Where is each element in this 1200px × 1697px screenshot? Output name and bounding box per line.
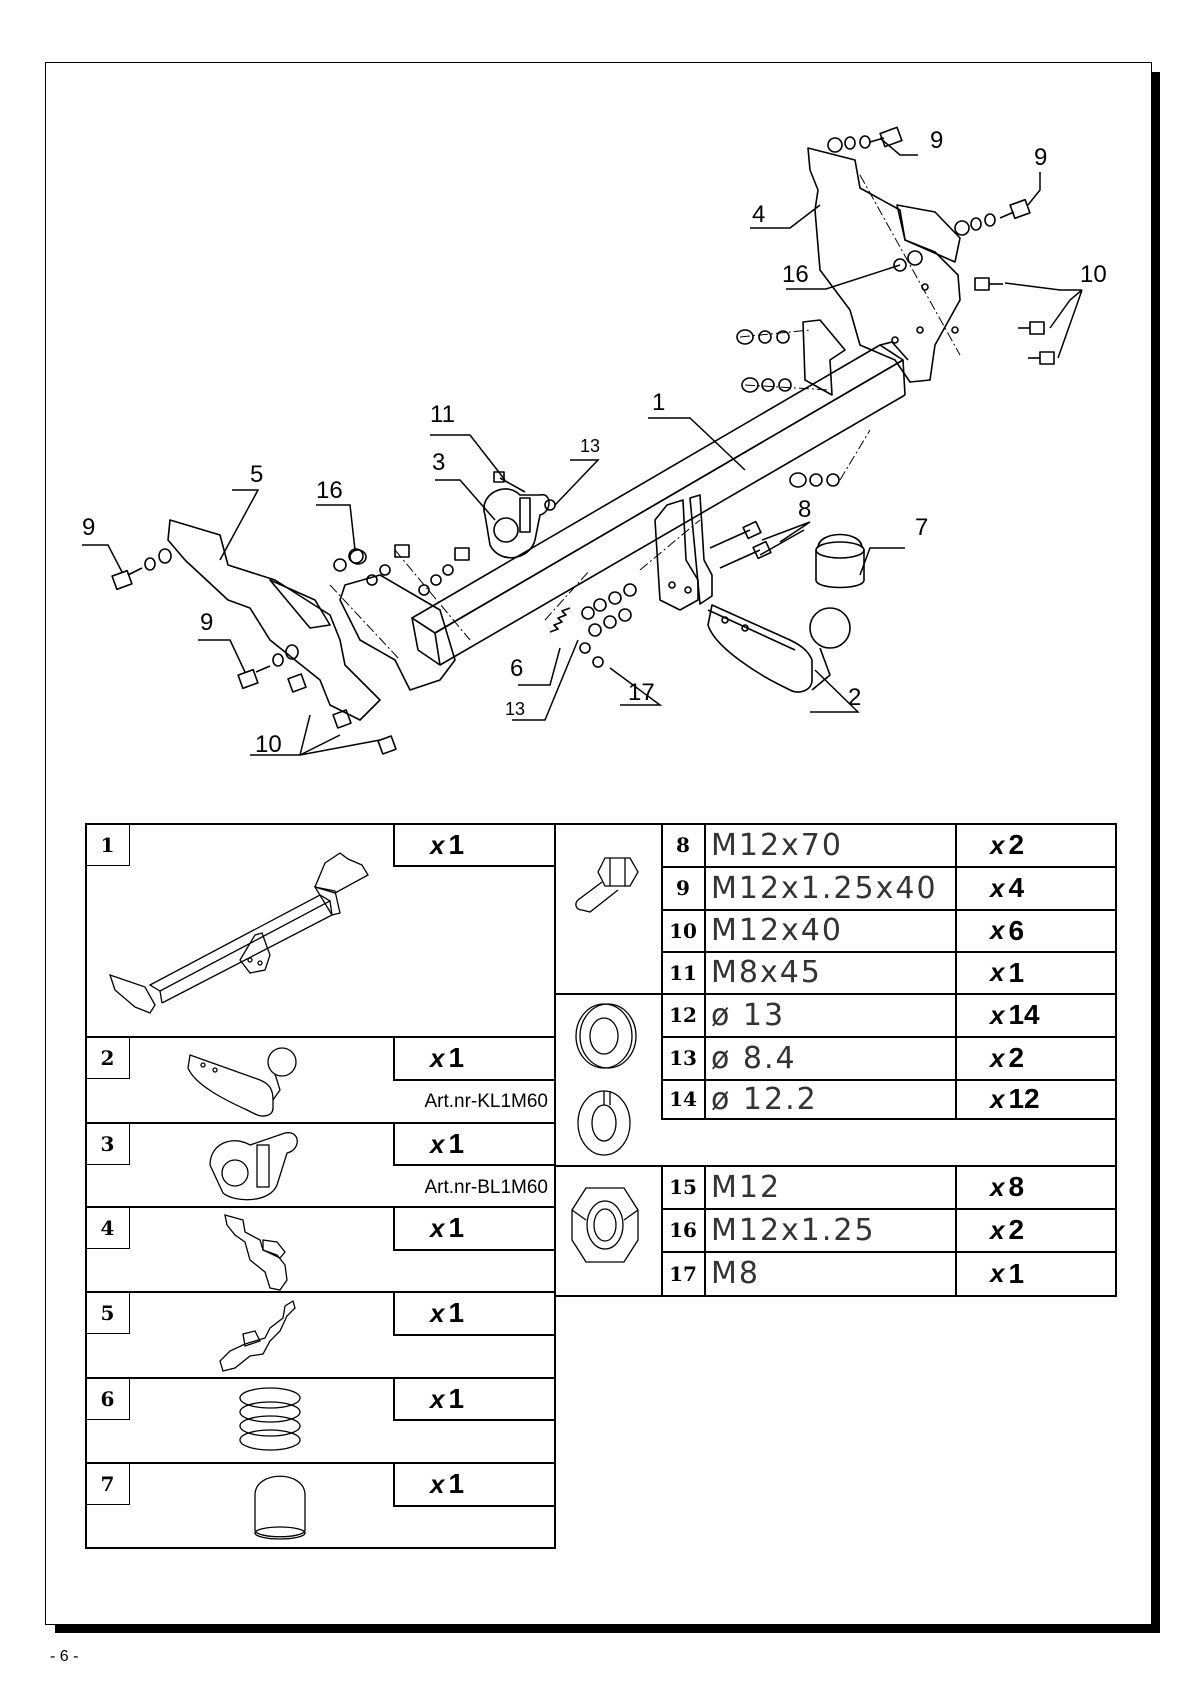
- spring-washer-icon: [577, 1090, 631, 1156]
- callout-9-left: 9: [82, 514, 95, 541]
- fastener-spec-10: M12x40: [711, 913, 843, 948]
- fastener-number-9: 9: [676, 876, 690, 900]
- callout-3: 3: [432, 449, 445, 476]
- part-number-5: 5: [86, 1292, 130, 1334]
- fastener-number-13: 13: [669, 1046, 697, 1070]
- article-number-towball: Art.nr-KL1M60: [424, 1091, 548, 1112]
- exploded-assembly-diagram: 1 2 3 4 5 6 7 8 9 9 9 9 10 10 11 13 13 1…: [82, 126, 1107, 758]
- callout-16-right: 16: [782, 261, 809, 288]
- fastener-spec-14: ø 12.2: [711, 1081, 818, 1117]
- fastener-spec-12: ø 13: [711, 997, 786, 1033]
- fastener-number-12: 12: [669, 1003, 697, 1027]
- thumbnail-bracket-4: [224, 1214, 288, 1291]
- part-number-2: 2: [86, 1037, 130, 1079]
- thumbnail-spring: [239, 1387, 301, 1451]
- callout-labels: 1 2 3 4 5 6 7 8 9 9 9 9 10 10 11 13 13 1…: [82, 127, 1107, 758]
- bracket-part-4: [807, 147, 961, 383]
- article-number-socket-plate: Art.nr-BL1M60: [424, 1177, 548, 1198]
- fastener-spec-16: M12x1.25: [711, 1212, 876, 1248]
- frame-shadow-bottom: [55, 1625, 1160, 1633]
- fastener-spec-9: M12x1.25x40: [711, 870, 938, 906]
- part-number-7: 7: [86, 1463, 130, 1505]
- fastener-spec-15: M12: [711, 1169, 782, 1205]
- callout-9-right: 9: [1034, 144, 1047, 171]
- frame-shadow-right: [1152, 72, 1160, 1633]
- callout-1: 1: [652, 389, 665, 416]
- part-number-1: 1: [86, 824, 130, 866]
- fastener-spec-11: M8x45: [711, 955, 822, 990]
- callout-5: 5: [250, 461, 263, 488]
- callout-13-bottom: 13: [505, 699, 525, 719]
- fastener-number-11: 11: [669, 960, 697, 985]
- callout-10-left: 10: [255, 731, 282, 758]
- thumbnail-ball-cap: [254, 1475, 306, 1540]
- hex-nut-icon: [571, 1187, 639, 1263]
- callout-11: 11: [430, 401, 455, 428]
- page-number: - 6 -: [50, 1648, 79, 1665]
- flat-washer-icon: [575, 1003, 637, 1069]
- callout-leaders: [82, 137, 1083, 756]
- callout-9-lower: 9: [200, 609, 213, 636]
- fastener-number-14: 14: [669, 1087, 697, 1111]
- callout-6: 6: [510, 655, 523, 682]
- page-frame: [45, 62, 1152, 1625]
- thumbnail-towball: [187, 1047, 297, 1117]
- part-number-3: 3: [86, 1123, 130, 1165]
- bolt-icon: [575, 857, 639, 913]
- fastener-spec-8: M12x70: [711, 827, 843, 863]
- callout-8: 8: [798, 496, 811, 523]
- callout-9-top: 9: [930, 127, 943, 154]
- thumbnail-socket-plate: [209, 1132, 298, 1201]
- part-number-6: 6: [86, 1378, 130, 1420]
- socket-plate-part-3: [483, 488, 550, 559]
- fastener-number-10: 10: [669, 918, 697, 943]
- callout-16-left: 16: [316, 477, 343, 504]
- spring-part-6: [549, 607, 571, 633]
- callout-4: 4: [752, 201, 765, 228]
- crossbar-part: [339, 319, 909, 691]
- ball-cap-part-7: [815, 533, 865, 589]
- callout-13-top: 13: [580, 436, 600, 456]
- fasteners: [111, 126, 1055, 755]
- fastener-spec-13: ø 8.4: [711, 1040, 797, 1076]
- towball-part-2: [707, 604, 851, 693]
- callout-7: 7: [915, 514, 928, 541]
- callout-17: 17: [628, 679, 655, 706]
- fastener-number-16: 16: [669, 1218, 697, 1242]
- part-number-4: 4: [86, 1207, 130, 1249]
- bracket-part-5: [167, 519, 381, 721]
- fastener-spec-17: M8: [711, 1256, 760, 1291]
- fastener-number-8: 8: [676, 833, 690, 857]
- thumbnail-crossbar: [108, 852, 369, 1014]
- fastener-number-17: 17: [669, 1261, 697, 1286]
- thumbnail-bracket-5: [219, 1299, 296, 1372]
- fastener-number-15: 15: [669, 1175, 697, 1199]
- callout-2: 2: [848, 684, 861, 711]
- assembly-lines: [329, 174, 961, 661]
- callout-10-right: 10: [1080, 261, 1107, 288]
